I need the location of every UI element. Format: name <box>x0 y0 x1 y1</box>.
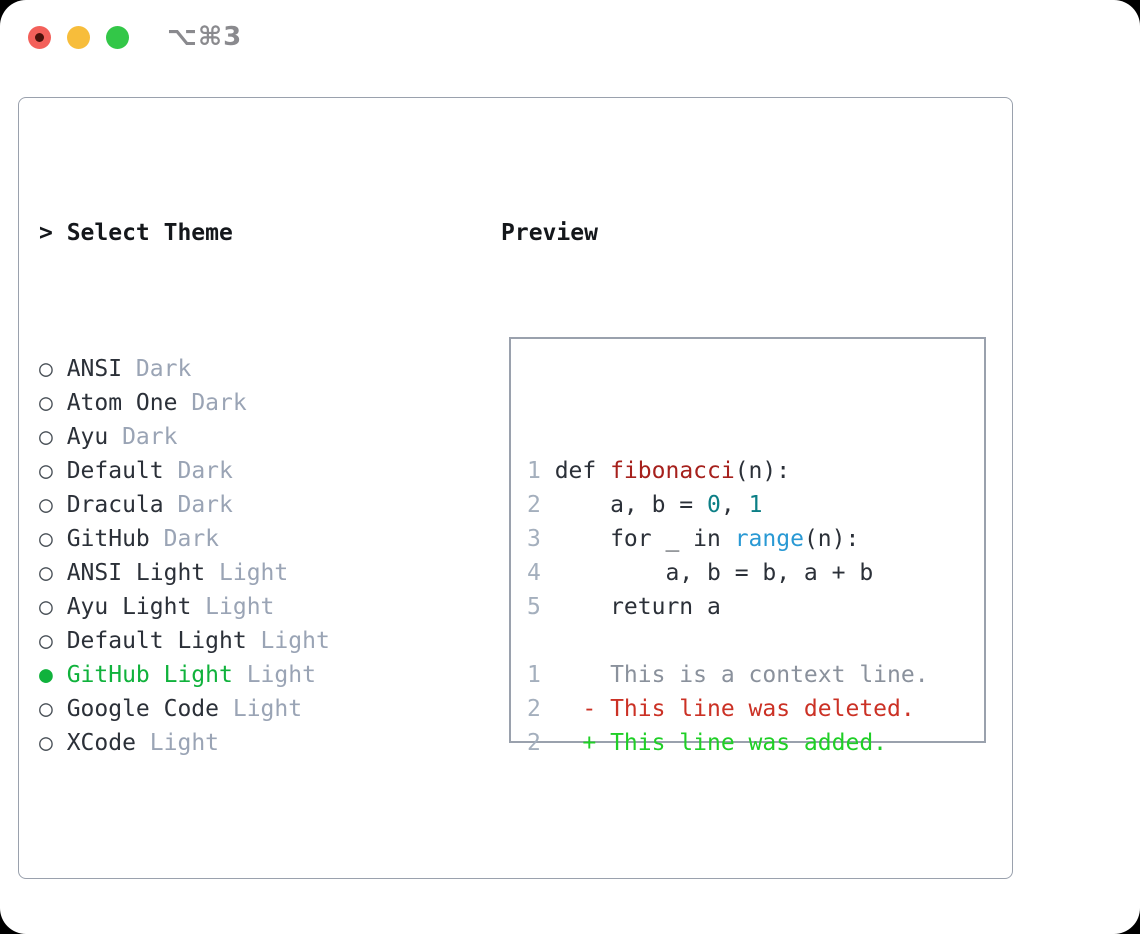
radio-unselected-icon: ○ <box>39 560 53 586</box>
radio-unselected-icon: ○ <box>39 458 53 484</box>
radio-unselected-icon: ○ <box>39 696 53 722</box>
theme-option[interactable]: ○Default Dark <box>39 454 499 488</box>
radio-unselected-icon: ○ <box>39 492 53 518</box>
line-number: 2 <box>527 492 541 518</box>
radio-unselected-icon: ○ <box>39 356 53 382</box>
preview-line: 4 a, b = b, a + b <box>527 556 984 590</box>
preview-line: 2 - This line was deleted. <box>527 692 984 726</box>
theme-option[interactable]: ○Default Light Light <box>39 624 499 658</box>
preview-line: 3 for _ in range(n): <box>527 522 984 556</box>
close-button[interactable] <box>28 26 51 49</box>
preview-line: 5 return a <box>527 590 984 624</box>
line-number: 3 <box>527 526 541 552</box>
theme-option[interactable]: ○ANSI Dark <box>39 352 499 386</box>
window-title: ⌥⌘3 <box>167 22 243 52</box>
spacer-row <box>39 862 499 896</box>
theme-option[interactable]: ○Ayu Light Light <box>39 590 499 624</box>
radio-unselected-icon: ○ <box>39 594 53 620</box>
theme-list-column: >Select Theme ○ANSI Dark○Atom One Dark○A… <box>39 148 499 878</box>
preview-heading: Preview <box>501 220 598 246</box>
radio-unselected-icon: ○ <box>39 424 53 450</box>
radio-unselected-icon: ○ <box>39 526 53 552</box>
preview-line <box>527 624 984 658</box>
preview-line: 2 + This line was added. <box>527 726 984 760</box>
radio-unselected-icon: ○ <box>39 628 53 654</box>
radio-selected-icon: ● <box>39 662 53 688</box>
line-number: 2 <box>527 696 541 722</box>
select-theme-heading: > Select Theme <box>39 216 499 250</box>
theme-dialog: >Select Theme ○ANSI Dark○Atom One Dark○A… <box>18 97 1013 879</box>
select-theme-label: Select Theme <box>66 220 233 246</box>
theme-options-list: ○ANSI Dark○Atom One Dark○Ayu Dark○Defaul… <box>39 352 499 760</box>
radio-unselected-icon: ○ <box>39 730 53 756</box>
theme-option[interactable]: ○Ayu Dark <box>39 420 499 454</box>
theme-option[interactable]: ○Dracula Dark <box>39 488 499 522</box>
theme-option[interactable]: ●GitHub Light Light <box>39 658 499 692</box>
traffic-lights <box>28 26 129 49</box>
line-number: 2 <box>527 730 541 756</box>
theme-option[interactable]: ○Atom One Dark <box>39 386 499 420</box>
minimize-button[interactable] <box>67 26 90 49</box>
close-dot-icon <box>35 33 44 42</box>
preview-line: 1 This is a context line. <box>527 658 984 692</box>
cursor-indicator: > <box>39 220 53 246</box>
line-number: 5 <box>527 594 541 620</box>
theme-option[interactable]: ○GitHub Dark <box>39 522 499 556</box>
line-number: 1 <box>527 662 541 688</box>
zoom-button[interactable] <box>106 26 129 49</box>
theme-option[interactable]: ○XCode Light <box>39 726 499 760</box>
radio-unselected-icon: ○ <box>39 390 53 416</box>
line-number: 4 <box>527 560 541 586</box>
theme-option[interactable]: ○ANSI Light Light <box>39 556 499 590</box>
line-number: 1 <box>527 458 541 484</box>
theme-option[interactable]: ○Google Code Light <box>39 692 499 726</box>
preview-line: 2 a, b = 0, 1 <box>527 488 984 522</box>
